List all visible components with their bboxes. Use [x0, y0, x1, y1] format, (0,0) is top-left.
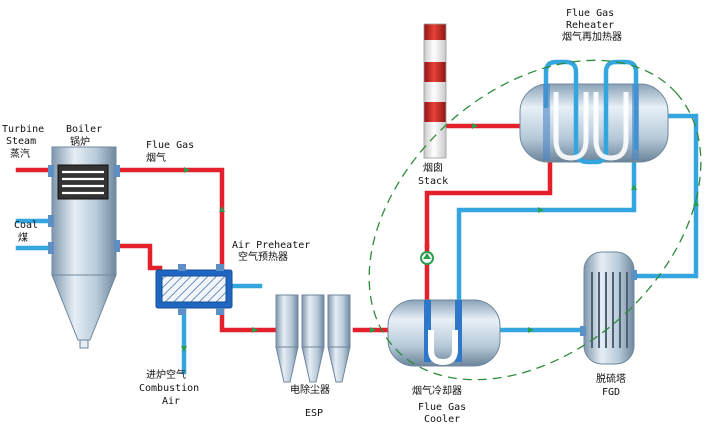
combustion-air-label-cn: 进炉空气 [146, 370, 186, 381]
air-preheater-label-en: Air Preheater [232, 240, 311, 251]
flue-gas-label-cn: 烟气 [146, 153, 166, 164]
combustion-air-label-en-1: Combustion [139, 383, 200, 394]
turbine-steam-label-en-1: Turbine [2, 124, 45, 135]
flue-gas-label-en: Flue Gas [146, 140, 195, 151]
boiler-unit [48, 146, 120, 349]
cooler-label-cn: 烟气冷却器 [412, 386, 462, 397]
air-preheater-label-cn: 空气预热器 [238, 252, 288, 263]
coal-label-cn: 煤 [18, 233, 28, 244]
esp-label-cn: 电除尘器 [290, 385, 330, 396]
reheater-label-en-1: Flue Gas [566, 8, 615, 19]
water-loop-pipes [15, 113, 699, 375]
turbine-steam-label-cn: 蒸汽 [10, 149, 30, 160]
esp-unit [275, 294, 351, 383]
fgd-label-cn: 脱硫塔 [596, 374, 626, 385]
fgd-tower-unit [580, 251, 637, 365]
boiler-label-cn: 锅炉 [70, 137, 90, 148]
coal-label-en: Coal [14, 220, 39, 231]
cooler-label-en-2: Cooler [424, 414, 461, 425]
hot-flue-gas-pipes [15, 123, 553, 333]
reheater-label-en-2: Reheater [566, 20, 615, 31]
fgd-label-en: FGD [602, 387, 621, 398]
stack-label-en: Stack [418, 176, 449, 187]
stack-label-cn: 烟囱 [423, 163, 443, 174]
flue-gas-reheater-unit [519, 59, 669, 165]
combustion-air-label-en-2: Air [162, 396, 181, 407]
stack-chimney [423, 23, 447, 159]
boiler-label-en: Boiler [66, 124, 103, 135]
flue-gas-cooler-unit [387, 251, 501, 367]
esp-label-en: ESP [305, 408, 324, 419]
air-preheater-unit [155, 264, 233, 315]
turbine-steam-label-en-2: Steam [6, 136, 37, 147]
cooler-label-en-1: Flue Gas [418, 402, 467, 413]
reheater-label-cn: 烟气再加热器 [562, 32, 622, 43]
heat-recovery-boundary [368, 59, 702, 381]
